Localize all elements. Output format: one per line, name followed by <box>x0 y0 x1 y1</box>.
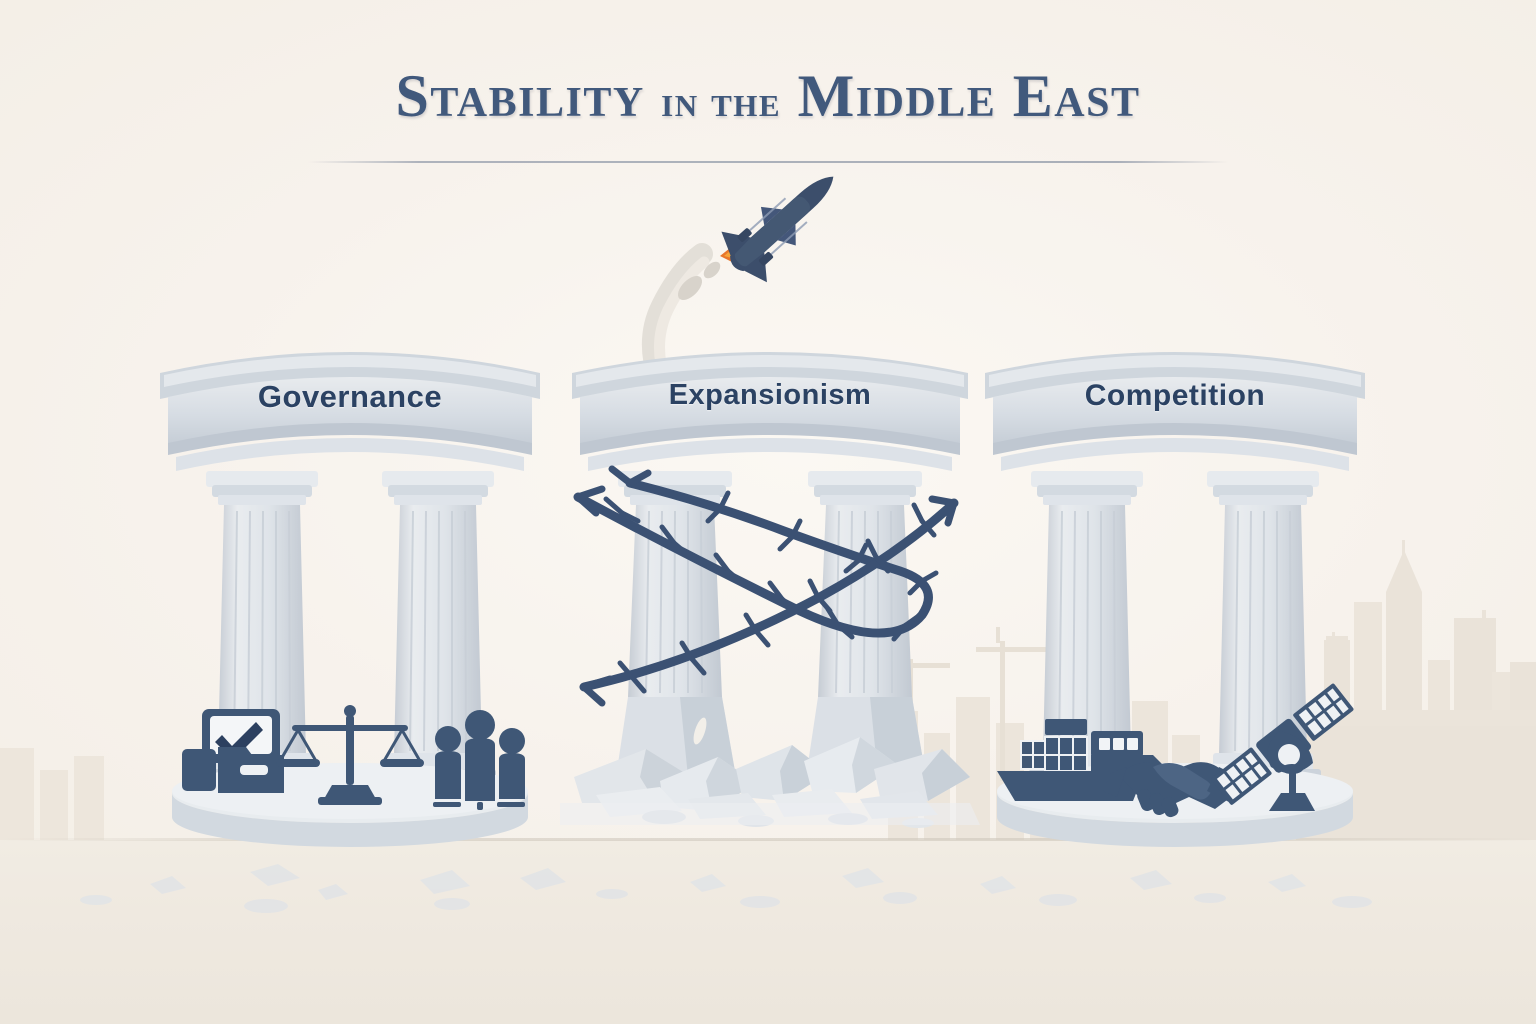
pillar-label-competition: Competition <box>1084 379 1266 412</box>
governance-icon-cluster <box>182 705 525 810</box>
ground-horizon-line <box>0 838 1536 841</box>
title-part-3: Middle East <box>797 63 1141 129</box>
title-part-2: in the <box>661 77 782 126</box>
satellite-icon <box>1211 683 1354 811</box>
title-divider <box>308 161 1228 163</box>
title-part-1: Stability <box>395 63 645 129</box>
pillar-expansionism: Expansionism <box>560 176 980 845</box>
competition-icon-cluster <box>997 683 1354 818</box>
pillar-governance: Governance <box>150 325 550 847</box>
missile-icon <box>642 176 834 407</box>
barbed-wire-icon <box>573 465 959 707</box>
page-title-block: Stability in the Middle East <box>0 66 1536 163</box>
pillar-competition: Competition <box>975 325 1375 847</box>
page-title: Stability in the Middle East <box>0 66 1536 126</box>
people-group-icon <box>433 710 525 810</box>
pillar-label-expansionism: Expansionism <box>668 379 872 411</box>
ground-debris <box>80 864 1372 913</box>
ballot-screen-check-icon <box>182 709 284 793</box>
scales-of-justice-icon <box>276 705 424 805</box>
container-ship-icon <box>997 719 1169 801</box>
pillar-label-governance: Governance <box>257 379 443 414</box>
